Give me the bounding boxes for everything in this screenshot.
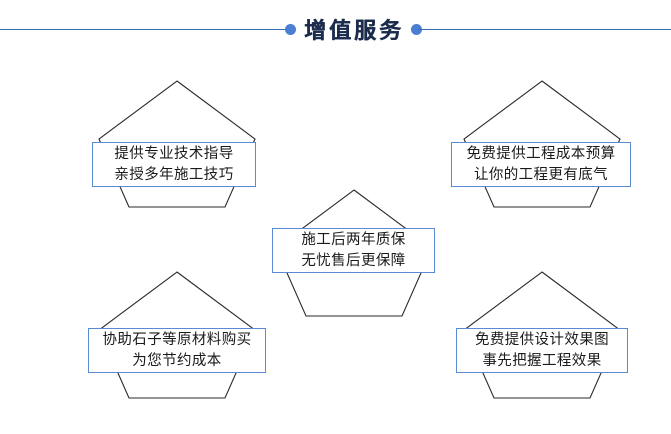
service-line-1: 施工后两年质保 [301, 231, 406, 248]
service-text-box: 提供专业技术指导 亲授多年施工技巧 [92, 142, 256, 187]
service-line-1: 提供专业技术指导 [114, 145, 234, 162]
service-text-box: 免费提供工程成本预算 让你的工程更有底气 [451, 142, 631, 187]
bullet-dot-icon-left [285, 24, 296, 35]
section-header: 增值服务 [0, 0, 671, 58]
service-card-bottom-left: 协助石子等原材料购买 为您节约成本 [88, 270, 266, 400]
service-line-1: 免费提供工程成本预算 [466, 145, 616, 162]
service-line-2: 无忧售后更保障 [301, 252, 406, 269]
bullet-dot-icon-right [411, 24, 422, 35]
service-line-2: 为您节约成本 [132, 352, 222, 369]
service-card-center: 施工后两年质保 无忧售后更保障 [272, 188, 435, 318]
header-rule-left [0, 29, 288, 30]
service-text-box: 施工后两年质保 无忧售后更保障 [272, 228, 435, 273]
service-line-1: 协助石子等原材料购买 [102, 331, 252, 348]
header-rule-right [418, 29, 671, 30]
service-text-box: 协助石子等原材料购买 为您节约成本 [88, 328, 266, 373]
service-line-2: 亲授多年施工技巧 [114, 166, 234, 183]
page-title: 增值服务 [303, 18, 404, 44]
service-line-2: 事先把握工程效果 [482, 352, 602, 369]
service-card-top-left: 提供专业技术指导 亲授多年施工技巧 [92, 79, 257, 209]
service-card-top-right: 免费提供工程成本预算 让你的工程更有底气 [451, 79, 631, 209]
service-line-1: 免费提供设计效果图 [474, 331, 610, 348]
service-line-2: 让你的工程更有底气 [473, 166, 609, 183]
service-card-bottom-right: 免费提供设计效果图 事先把握工程效果 [456, 270, 628, 400]
service-text-box: 免费提供设计效果图 事先把握工程效果 [456, 328, 628, 373]
